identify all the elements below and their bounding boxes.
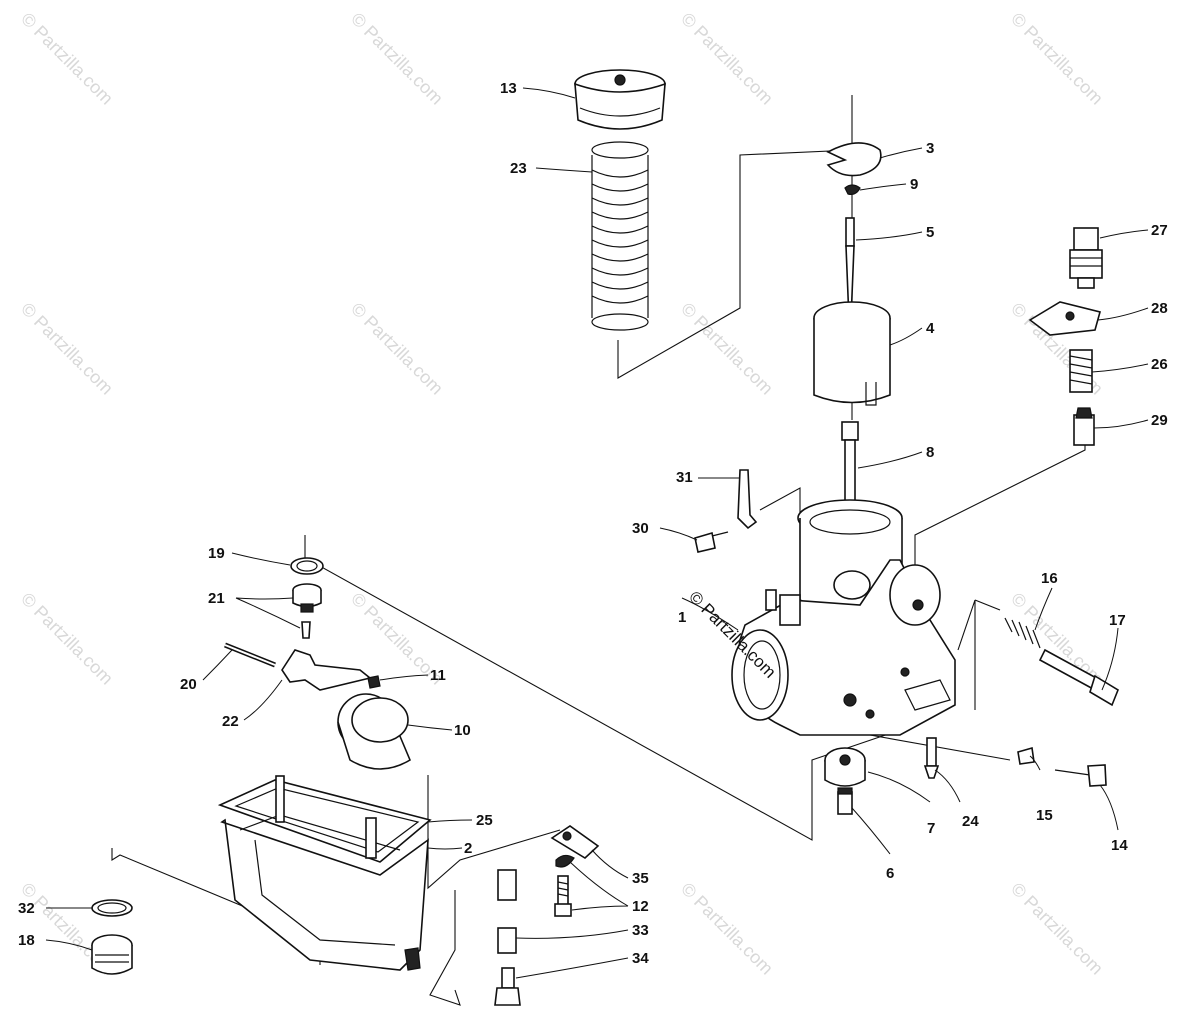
part-13-top-cap (574, 69, 666, 130)
callout-4: 4 (926, 320, 935, 337)
part-15-washer (1017, 746, 1035, 765)
callout-13: 13 (500, 80, 517, 97)
callout-24: 24 (962, 813, 979, 830)
part-22-float-arm (281, 649, 372, 691)
part-7-main-jet-holder (824, 747, 866, 787)
callout-1: 1 (678, 609, 686, 626)
callout-8: 8 (926, 444, 934, 461)
part-33-spacer (497, 869, 517, 954)
watermark: © Partzilla.com (17, 299, 117, 399)
watermark: © Partzilla.com (347, 9, 447, 109)
watermark: © Partzilla.com (17, 589, 117, 689)
part-28-plate (1028, 301, 1101, 336)
part-5-jet-needle (845, 217, 855, 321)
watermark: © Partzilla.com (677, 879, 777, 979)
part-31-bracket (737, 469, 758, 530)
part-26-spring (1069, 349, 1093, 393)
callout-2: 2 (464, 840, 472, 857)
callout-11: 11 (430, 667, 446, 684)
part-11-plug (367, 675, 381, 689)
part-27-fitting (1069, 227, 1103, 289)
part-34-fitting (494, 967, 521, 1006)
watermark: © Partzilla.com (677, 9, 777, 109)
part-32-o-ring (91, 899, 133, 917)
callout-29: 29 (1151, 412, 1168, 429)
callout-18: 18 (18, 932, 35, 949)
callout-27: 27 (1151, 222, 1168, 239)
callout-31: 31 (676, 469, 693, 486)
callout-3: 3 (926, 140, 934, 157)
part-19-o-ring (290, 557, 324, 575)
watermark: © Partzilla.com (347, 299, 447, 399)
part-10-float (337, 693, 412, 770)
callout-16: 16 (1041, 570, 1058, 587)
part-3-retainer-plate (826, 142, 882, 177)
watermark: © Partzilla.com (1007, 589, 1107, 689)
part-4-throttle-slide (813, 301, 891, 406)
part-21-needle-valve (292, 583, 322, 639)
callout-20: 20 (180, 676, 197, 693)
part-14-screw (1054, 764, 1107, 787)
part-6-main-jet (837, 787, 853, 815)
watermark: © Partzilla.com (17, 9, 117, 109)
callout-labels: 13 23 3 9 5 4 8 31 30 1 27 28 26 29 16 1… (18, 80, 1168, 967)
callout-33: 33 (632, 922, 649, 939)
callout-25: 25 (476, 812, 493, 829)
part-29-cap (1073, 407, 1095, 446)
callout-32: 32 (18, 900, 35, 917)
callout-5: 5 (926, 224, 934, 241)
callout-23: 23 (510, 160, 527, 177)
callout-10: 10 (454, 722, 471, 739)
callout-9: 9 (910, 176, 918, 193)
part-12-screw-and-washer (554, 854, 575, 917)
watermark: © Partzilla.com (1007, 879, 1107, 979)
watermark: © Partzilla.com (1007, 9, 1107, 109)
part-9-clip (844, 184, 861, 195)
part-17-idle-screw (1038, 648, 1119, 707)
part-25-gasket (217, 779, 432, 863)
part-2-float-bowl (220, 775, 429, 971)
callout-17: 17 (1109, 612, 1126, 629)
part-30-screw (694, 531, 729, 553)
callout-15: 15 (1036, 807, 1053, 824)
leader-lines (45, 87, 1149, 979)
callout-19: 19 (208, 545, 225, 562)
callout-34: 34 (632, 950, 649, 967)
watermark: © Partzilla.com (677, 299, 777, 399)
callout-7: 7 (927, 820, 935, 837)
callout-28: 28 (1151, 300, 1168, 317)
part-35-plate (550, 825, 600, 859)
part-20-float-pin (224, 642, 276, 668)
part-24-pilot-jet (923, 737, 940, 779)
callout-22: 22 (222, 713, 239, 730)
part-16-spring (1004, 617, 1041, 649)
callout-30: 30 (632, 520, 649, 537)
callout-14: 14 (1111, 837, 1128, 854)
callout-21: 21 (208, 590, 225, 607)
part-23-spring (591, 141, 649, 331)
callout-26: 26 (1151, 356, 1168, 373)
callout-35: 35 (632, 870, 649, 887)
callout-12: 12 (632, 898, 649, 915)
callout-6: 6 (886, 865, 894, 882)
part-18-drain-plug (91, 934, 133, 975)
